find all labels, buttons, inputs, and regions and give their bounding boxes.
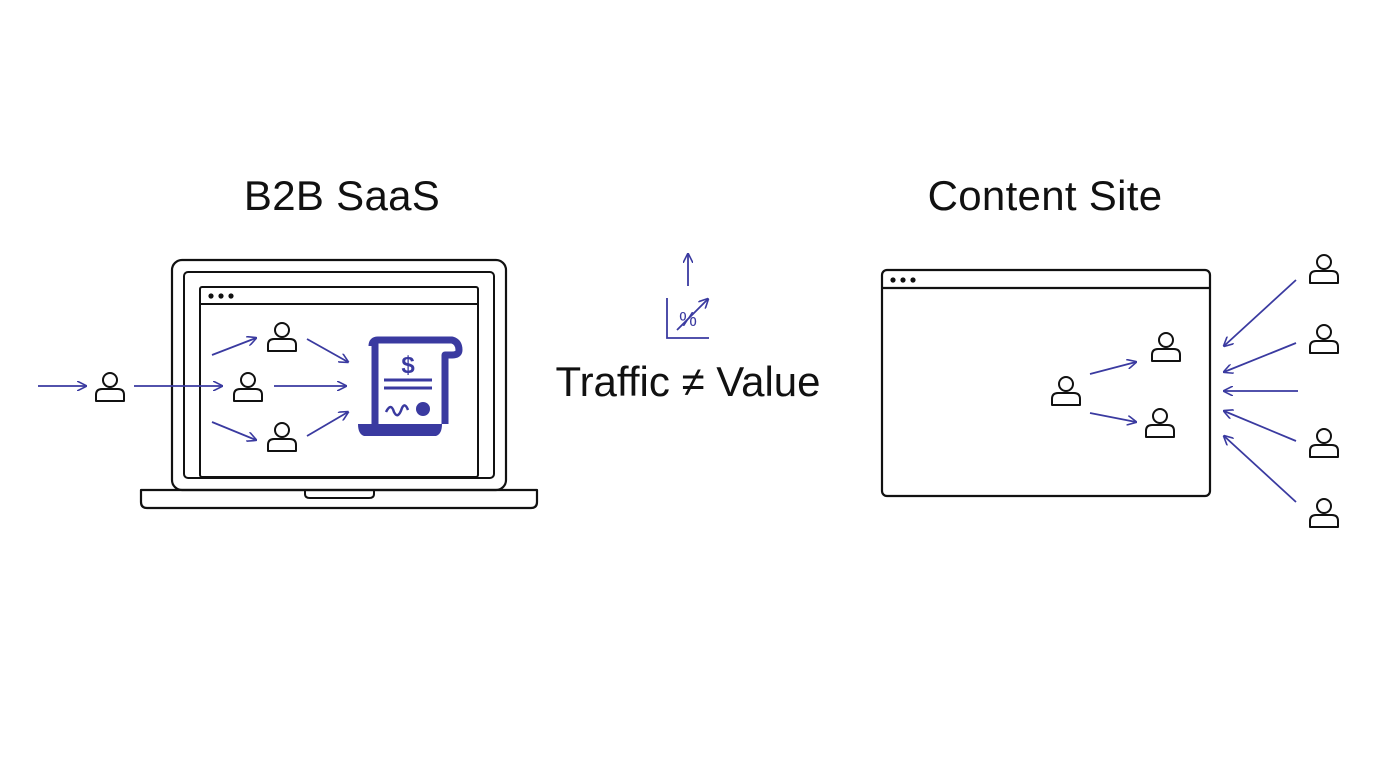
user-icon-site-bottom — [1145, 408, 1175, 438]
laptop-browser-window — [183, 271, 495, 479]
arrow-icon-bottom-to-invoice — [306, 412, 348, 437]
user-icon-visitor-3 — [1309, 428, 1339, 458]
browser-window-icon — [880, 268, 1212, 498]
user-icon-top — [267, 322, 297, 352]
invoice-dollar-symbol: $ — [401, 352, 415, 379]
percent-growth-icon: % — [666, 254, 709, 339]
user-icon-middle — [233, 372, 263, 402]
arrow-icon-top-to-invoice — [306, 338, 348, 362]
arrow-icon-site-up — [1089, 362, 1136, 375]
arrow-icon-visitor-1 — [1224, 279, 1297, 346]
arrow-icon-site-down — [1089, 412, 1136, 422]
arrow-icon-visitor-4 — [1224, 411, 1297, 442]
arrow-icon-up — [211, 338, 256, 356]
arrow-icon-visitor-5 — [1224, 436, 1297, 503]
user-icon-bottom — [267, 422, 297, 452]
arrow-icon-down — [211, 421, 256, 440]
traffic-value-label: Traffic ≠ Value — [555, 358, 821, 405]
percent-symbol: % — [679, 309, 697, 331]
user-icon-site-source — [1051, 376, 1081, 406]
user-icon-entry — [95, 372, 125, 402]
user-icon-visitor-1 — [1309, 254, 1339, 284]
content-site-title: Content Site — [927, 172, 1163, 219]
arrow-icon-visitor-2 — [1224, 342, 1297, 372]
invoice-scroll-icon: $ — [358, 336, 463, 436]
b2b-saas-title: B2B SaaS — [243, 172, 441, 219]
user-icon-site-top — [1151, 332, 1181, 362]
user-icon-visitor-4 — [1309, 498, 1339, 528]
laptop-icon — [139, 258, 539, 510]
user-icon-visitor-2 — [1309, 324, 1339, 354]
